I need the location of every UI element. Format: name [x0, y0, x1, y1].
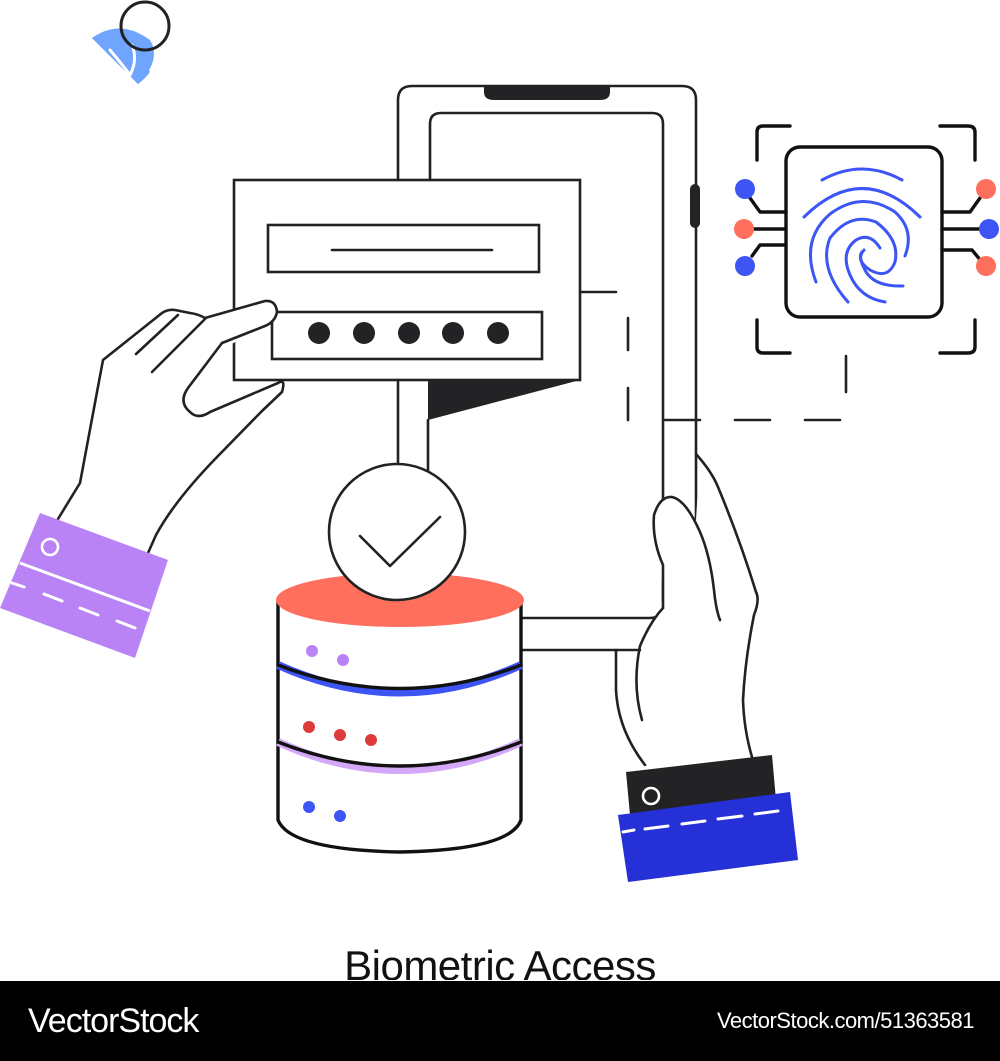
tier-3-dots — [303, 801, 346, 822]
chip-traces — [746, 196, 987, 264]
login-card — [232, 178, 582, 472]
illustration-title: Biometric Access — [344, 942, 656, 980]
brand-logo: VectorStock — [28, 1001, 199, 1040]
fingerprint-icon — [802, 167, 922, 304]
right-hand — [614, 452, 798, 882]
watermark-footer: VectorStock VectorStock.com/51363581 — [0, 981, 1000, 1061]
database — [276, 573, 524, 854]
image-url: VectorStock.com/51363581 — [716, 1008, 975, 1033]
password-dots — [308, 322, 509, 344]
phone-side-button — [690, 184, 700, 228]
left-hand — [0, 299, 285, 658]
chip-pins — [734, 179, 999, 276]
fingerprint-chip — [734, 124, 999, 355]
tier-1-dots — [306, 645, 349, 666]
phone-notch — [484, 86, 610, 100]
dashed-connector — [663, 354, 848, 422]
decorative-leaf-icon — [92, 0, 171, 85]
tier-2-dots — [303, 721, 377, 746]
purple-cuff — [0, 513, 168, 658]
scan-corners — [755, 124, 977, 355]
biometric-access-illustration — [0, 0, 999, 882]
check-icon — [327, 462, 467, 602]
username-field — [266, 223, 541, 274]
sleeve — [618, 755, 798, 882]
card-shadow — [428, 380, 580, 420]
